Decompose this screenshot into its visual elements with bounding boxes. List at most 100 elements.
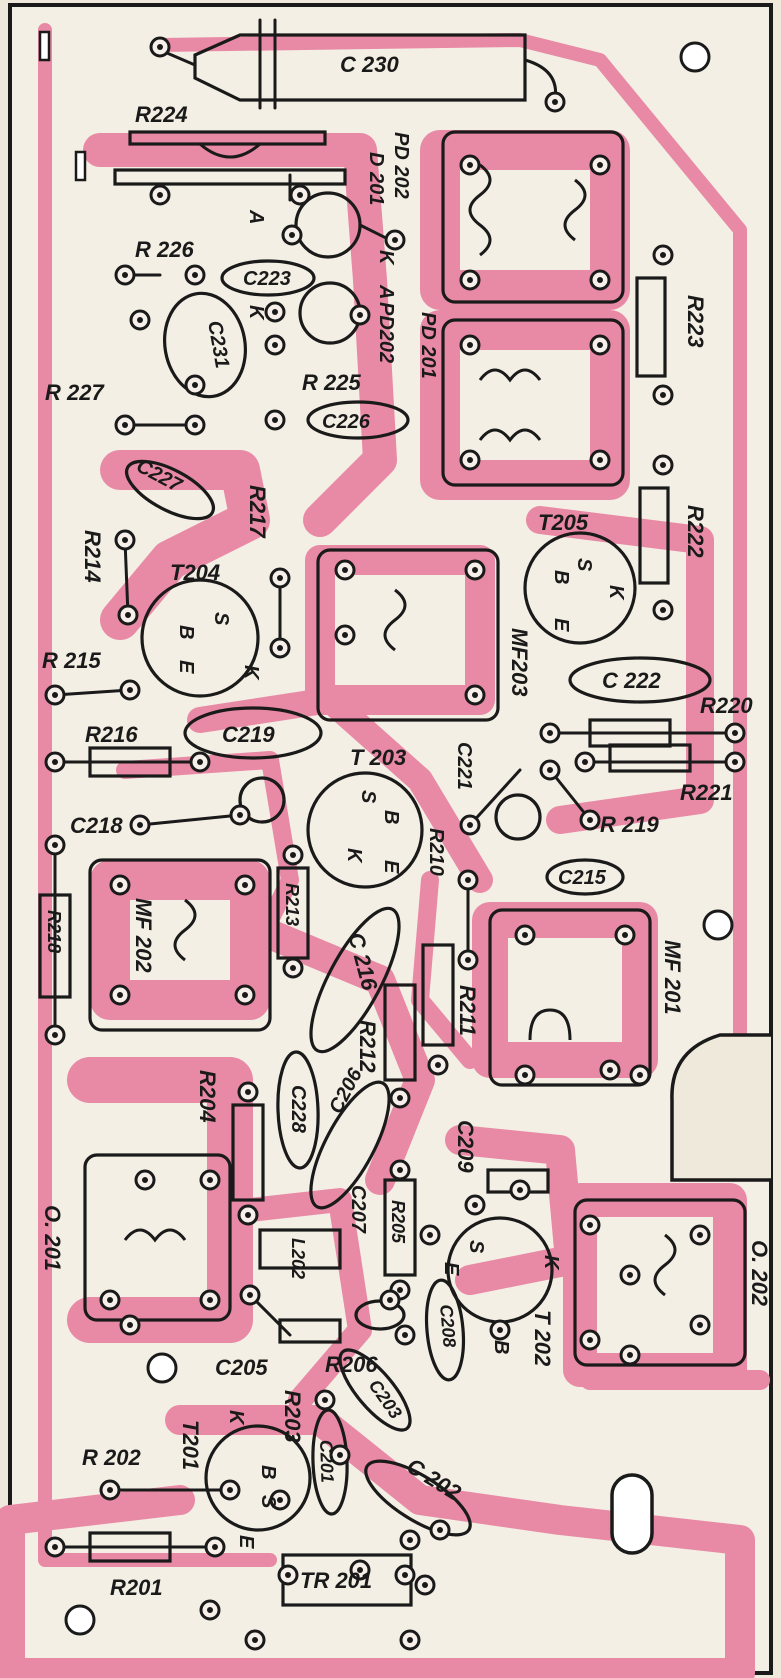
module-mf202 [88, 858, 272, 1032]
label-r202: R 202 [82, 1445, 141, 1470]
solder-pad-hole [247, 1292, 253, 1298]
solder-pad-hole [242, 882, 248, 888]
solder-pad-hole [397, 1095, 403, 1101]
label-tr201: TR 201 [300, 1568, 372, 1593]
solder-pad-hole [697, 1232, 703, 1238]
label-c221: C221 [453, 742, 475, 790]
solder-pad-hole [337, 1452, 343, 1458]
solder-pad-hole [387, 1297, 393, 1303]
pin-k-t205: K [605, 585, 627, 601]
solder-pad-hole [552, 99, 558, 105]
solder-pad-hole [252, 1637, 258, 1643]
solder-pad-hole [289, 232, 295, 238]
solder-pad-hole [272, 417, 278, 423]
label-c207: C207 [347, 1185, 369, 1234]
label-pd202-top: PD 202 [390, 132, 412, 199]
solder-pad-hole [467, 457, 473, 463]
pin-s-t205: S [573, 558, 595, 572]
capacitor-ovals [124, 259, 712, 1537]
solder-pad-hole [397, 1287, 403, 1293]
pin-e-t205: E [550, 618, 572, 632]
solder-pad-hole [622, 932, 628, 938]
resistor-r224 [113, 130, 347, 186]
solder-pad-hole [157, 44, 163, 50]
label-r204: R204 [195, 1070, 220, 1123]
solder-pad-hole [522, 932, 528, 938]
label-mf203: MF203 [507, 628, 532, 696]
solder-pad-hole [107, 1297, 113, 1303]
solder-pad-hole [272, 309, 278, 315]
solder-pad-hole [142, 1177, 148, 1183]
label-r222: R222 [683, 505, 708, 558]
solder-pad-hole [212, 1544, 218, 1550]
solder-pad-hole [422, 1582, 428, 1588]
label-pd202-mid: PD202 [375, 302, 397, 363]
solder-pad-hole [197, 759, 203, 765]
solder-pad-hole [357, 1567, 363, 1573]
label-mf201: MF 201 [660, 940, 685, 1015]
label-r211: R211 [455, 985, 480, 1036]
solder-pad-hole [407, 1537, 413, 1543]
resistor-r221-body [608, 743, 692, 773]
solder-pad-hole [472, 1202, 478, 1208]
label-d201: D 201 [365, 152, 387, 205]
solder-pad-hole [522, 1072, 528, 1078]
solder-pad-hole [637, 1072, 643, 1078]
board-outline [8, 3, 773, 1675]
solder-pad-hole [587, 1222, 593, 1228]
solder-pad-hole [660, 252, 666, 258]
coil-modules [83, 130, 747, 1367]
solder-pad-hole [587, 817, 593, 823]
solder-pad-hole [407, 1637, 413, 1643]
label-r218: R218 [44, 910, 64, 953]
solder-pad-hole [207, 1297, 213, 1303]
solder-pad-hole [435, 1062, 441, 1068]
pin-k-t201: K [225, 1410, 247, 1426]
label-o201: O. 201 [40, 1205, 65, 1271]
solder-pad-hole [467, 162, 473, 168]
label-o202: O. 202 [747, 1240, 772, 1307]
solder-pad-hole [237, 812, 243, 818]
label-r219: R 219 [600, 812, 659, 837]
solder-pad-hole [587, 1337, 593, 1343]
solder-pad-hole [392, 237, 398, 243]
mounting-hole [702, 909, 734, 941]
solder-pad-hole [137, 822, 143, 828]
pin-k-d201: K [375, 250, 397, 266]
pin-k-t203: K [343, 848, 365, 864]
solder-pad-hole [402, 1332, 408, 1338]
solder-pad-hole [117, 992, 123, 998]
pin-s-t202: S [465, 1240, 487, 1254]
solder-pad-hole [157, 192, 163, 198]
label-r213: R213 [282, 883, 302, 926]
capacitor-c230 [158, 18, 558, 110]
solder-pad-hole [627, 1352, 633, 1358]
label-r224: R224 [135, 102, 188, 127]
solder-pad-hole [277, 645, 283, 651]
pin-b-t204: B [175, 625, 197, 639]
solder-pad-hole [117, 882, 123, 888]
pin-s-t203: S [357, 790, 379, 804]
solder-pad-hole [547, 730, 553, 736]
solder-pad-hole [207, 1177, 213, 1183]
module-pd201 [441, 318, 625, 487]
solder-pad-hole [52, 842, 58, 848]
solder-pad-hole [245, 1212, 251, 1218]
solder-pad-hole [467, 277, 473, 283]
solder-pad-hole [342, 567, 348, 573]
label-r205: R205 [388, 1200, 408, 1244]
module-mf201 [488, 908, 652, 1087]
solder-pad-hole [402, 1572, 408, 1578]
pin-s-t204: S [210, 612, 232, 626]
label-c230: C 230 [340, 52, 399, 77]
label-r221: R221 [680, 780, 733, 805]
slot-mark [38, 30, 51, 62]
solder-pad-hole [660, 607, 666, 613]
module-o202 [573, 1198, 747, 1367]
solder-pad-hole [397, 1167, 403, 1173]
solder-pad-hole [342, 632, 348, 638]
solder-pad-hole [52, 1544, 58, 1550]
module-o201 [83, 1153, 232, 1322]
solder-pad-hole [472, 567, 478, 573]
label-c222: C 222 [602, 668, 661, 693]
